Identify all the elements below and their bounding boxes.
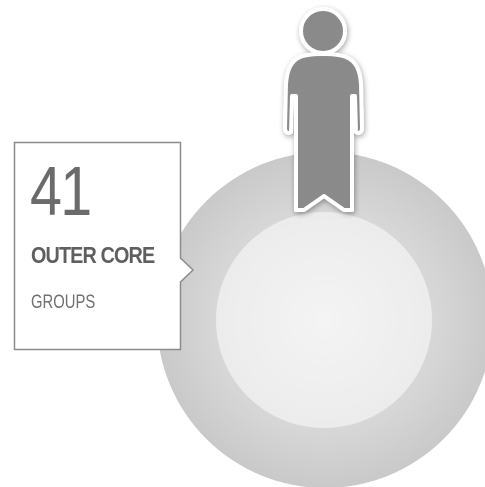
callout-box xyxy=(13,141,195,351)
inner-circle xyxy=(216,212,432,428)
callout-title: OUTER CORE xyxy=(31,242,155,268)
person-silhouette-icon xyxy=(283,7,364,212)
callout-subtitle: GROUPS xyxy=(31,292,96,313)
callout: 41 OUTER CORE GROUPS xyxy=(14,142,174,349)
group-count: 41 xyxy=(30,152,92,230)
